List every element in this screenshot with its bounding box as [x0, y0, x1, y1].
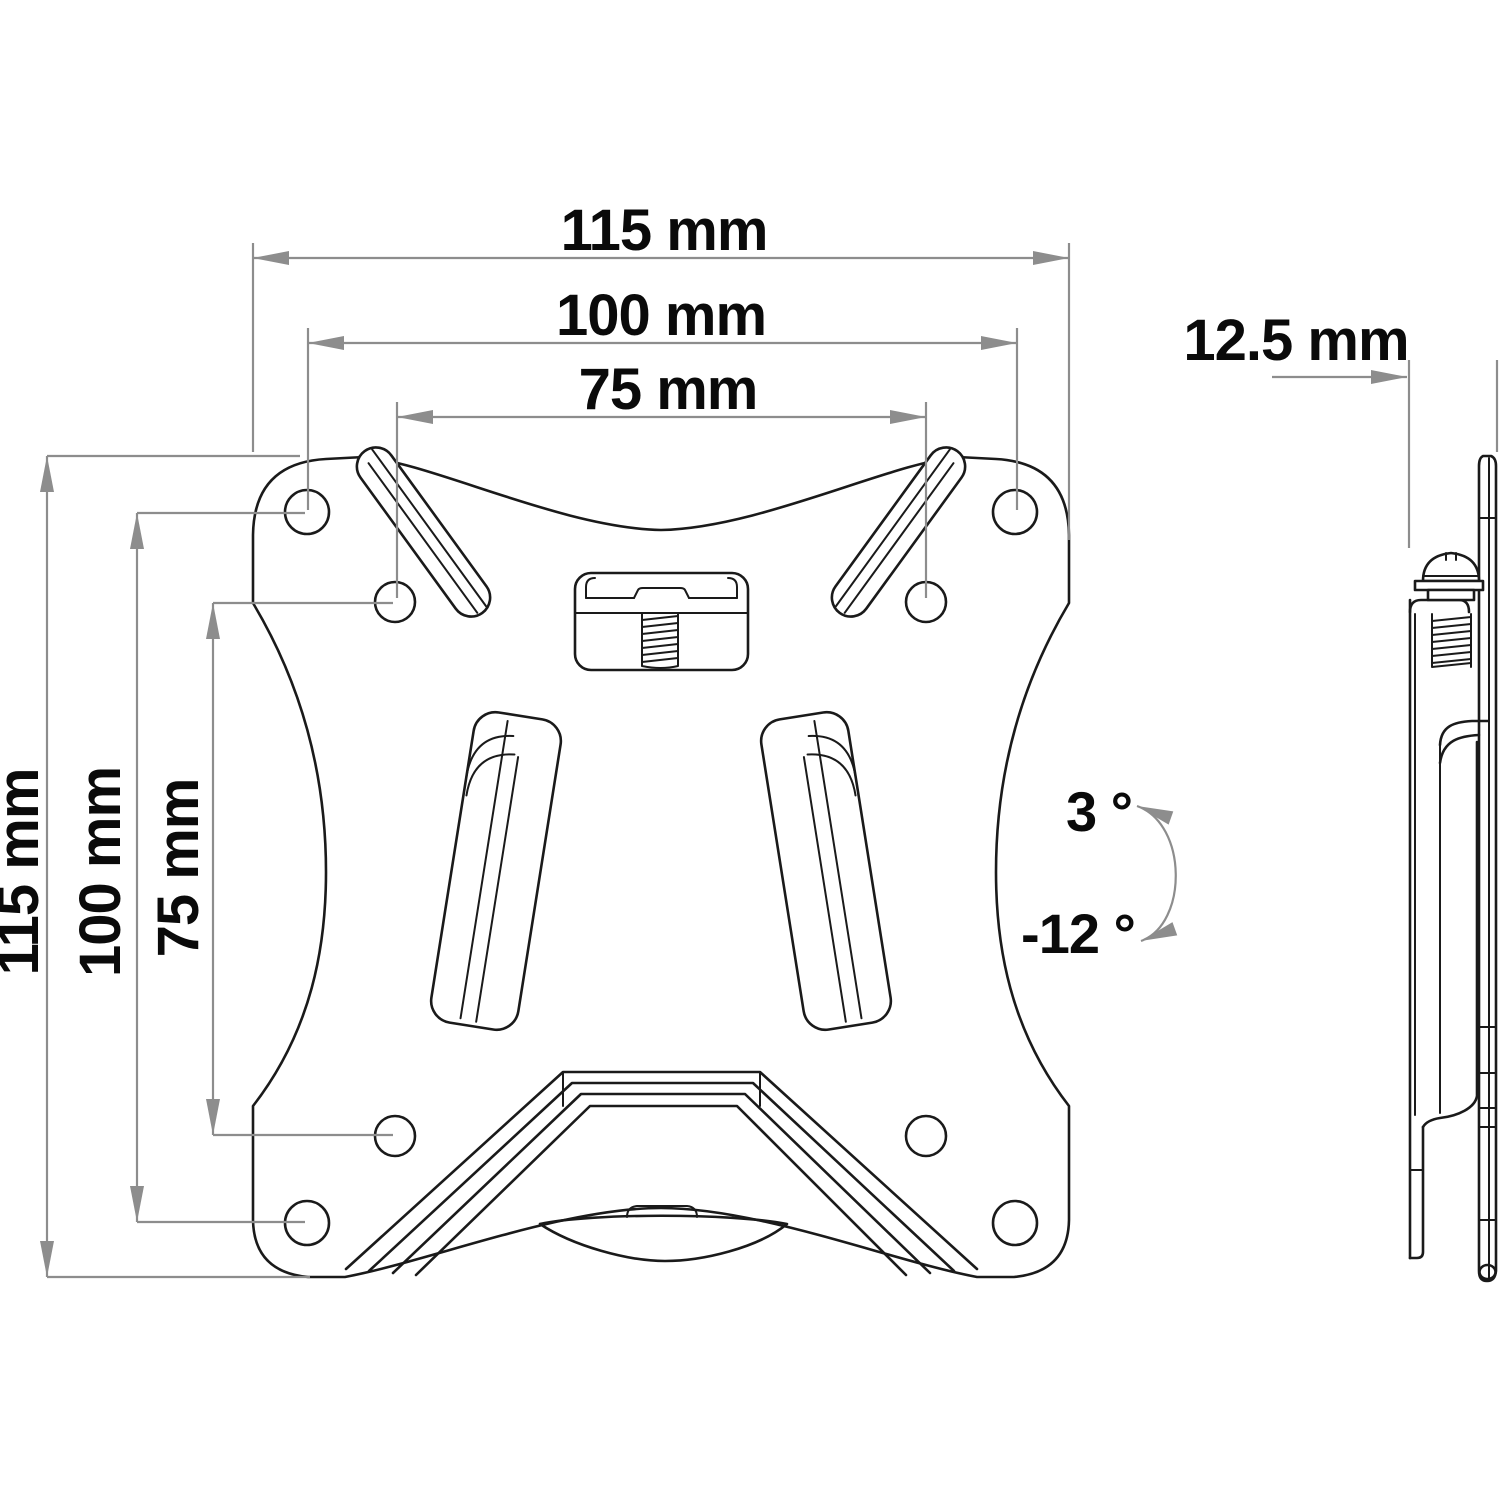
dimension-annotations	[40, 243, 1499, 1279]
side-bracket-profile	[1408, 598, 1490, 1260]
front-view	[251, 438, 1071, 1279]
mount-plate-outline	[251, 455, 1071, 1279]
label-width-vesa75: 75 mm	[579, 357, 758, 422]
vesa-100-holes	[283, 488, 1039, 1247]
label-height-vesa75: 75 mm	[146, 779, 211, 958]
label-width-vesa100: 100 mm	[556, 283, 766, 348]
bottom-ledge-detail	[344, 1070, 979, 1277]
bottom-center-detail	[538, 1205, 789, 1263]
locking-screw-block	[573, 571, 750, 672]
top-hook-slot-left	[355, 446, 492, 618]
center-hook-slot-left	[429, 710, 563, 1032]
side-wall-plate	[1477, 454, 1498, 1283]
side-view	[1408, 454, 1498, 1283]
label-thickness: 12.5 mm	[1183, 308, 1408, 373]
label-tilt-up: 3 °	[1066, 780, 1132, 843]
label-width-outer: 115 mm	[561, 198, 768, 263]
label-tilt-down: -12 °	[1021, 902, 1135, 965]
tilt-arc-arrow	[1136, 804, 1178, 943]
dimension-labels: 115 mm 100 mm 75 mm 115 mm 100 mm 75 mm …	[0, 198, 1410, 977]
side-screw	[1413, 551, 1485, 668]
label-height-vesa100: 100 mm	[68, 767, 133, 977]
label-height-outer: 115 mm	[0, 769, 51, 976]
